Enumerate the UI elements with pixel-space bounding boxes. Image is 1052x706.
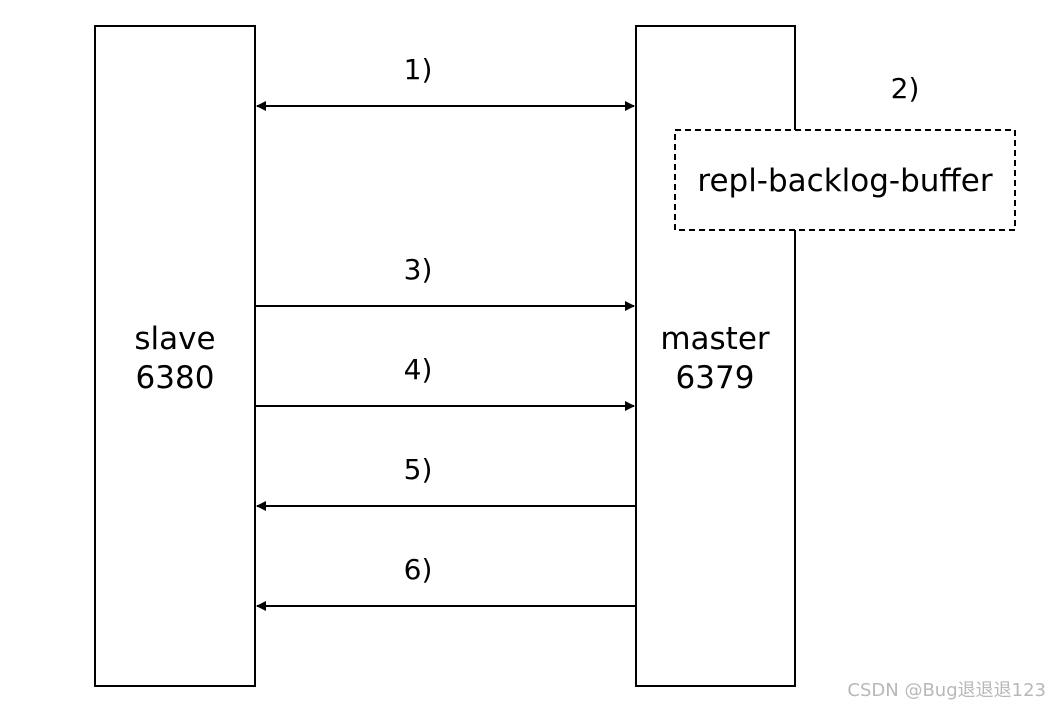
step-label-4: 4)	[404, 353, 433, 386]
backlog-buffer-label: repl-backlog-buffer	[697, 163, 992, 199]
step-label-2: 2)	[891, 72, 920, 105]
master-port: 6379	[676, 360, 755, 396]
master-name: master	[660, 321, 770, 357]
backlog-buffer-box	[674, 129, 1016, 231]
step-label-5: 5)	[404, 453, 433, 486]
watermark-text: CSDN @Bug退退退123	[847, 680, 1046, 701]
step-label-3: 3)	[404, 253, 433, 286]
slave-port: 6380	[136, 360, 215, 396]
step-label-1: 1)	[404, 53, 433, 86]
step-label-6: 6)	[404, 553, 433, 586]
slave-name: slave	[134, 321, 215, 357]
slave-node	[94, 25, 256, 687]
